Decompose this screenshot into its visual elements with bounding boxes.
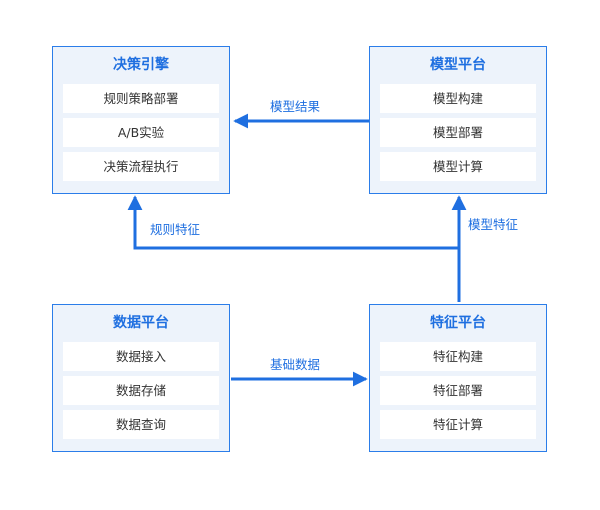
data-platform-item-query: 数据查询 bbox=[63, 410, 219, 439]
model-results-label: 模型结果 bbox=[270, 99, 321, 114]
model-platform-item-deploy: 模型部署 bbox=[380, 118, 536, 147]
decision-engine-item-flow-execution: 决策流程执行 bbox=[63, 152, 219, 181]
base-data-label: 基础数据 bbox=[270, 357, 321, 372]
decision-engine-title: 决策引擎 bbox=[113, 57, 169, 73]
decision-engine-item-ab-test: A/B实验 bbox=[63, 118, 219, 147]
rule-features-label: 规则特征 bbox=[150, 222, 201, 237]
model-features-label: 模型特征 bbox=[468, 217, 519, 232]
data-platform-panel: 数据平台 数据接入 数据存储 数据查询 bbox=[52, 304, 230, 452]
model-platform-item-build: 模型构建 bbox=[380, 84, 536, 113]
feature-platform-item-compute: 特征计算 bbox=[380, 410, 536, 439]
model-platform-panel: 模型平台 模型构建 模型部署 模型计算 bbox=[369, 46, 547, 194]
feature-platform-panel: 特征平台 特征构建 特征部署 特征计算 bbox=[369, 304, 547, 452]
decision-engine-item-rule-strategy-deploy: 规则策略部署 bbox=[63, 84, 219, 113]
feature-platform-item-deploy: 特征部署 bbox=[380, 376, 536, 405]
data-platform-item-storage: 数据存储 bbox=[63, 376, 219, 405]
feature-platform-title: 特征平台 bbox=[430, 315, 486, 331]
model-platform-title: 模型平台 bbox=[430, 57, 486, 73]
rule-features-arrow bbox=[127, 195, 459, 250]
data-platform-title: 数据平台 bbox=[113, 315, 169, 331]
decision-engine-panel: 决策引擎 规则策略部署 A/B实验 决策流程执行 bbox=[52, 46, 230, 194]
model-platform-item-compute: 模型计算 bbox=[380, 152, 536, 181]
feature-platform-item-build: 特征构建 bbox=[380, 342, 536, 371]
data-platform-item-ingest: 数据接入 bbox=[63, 342, 219, 371]
